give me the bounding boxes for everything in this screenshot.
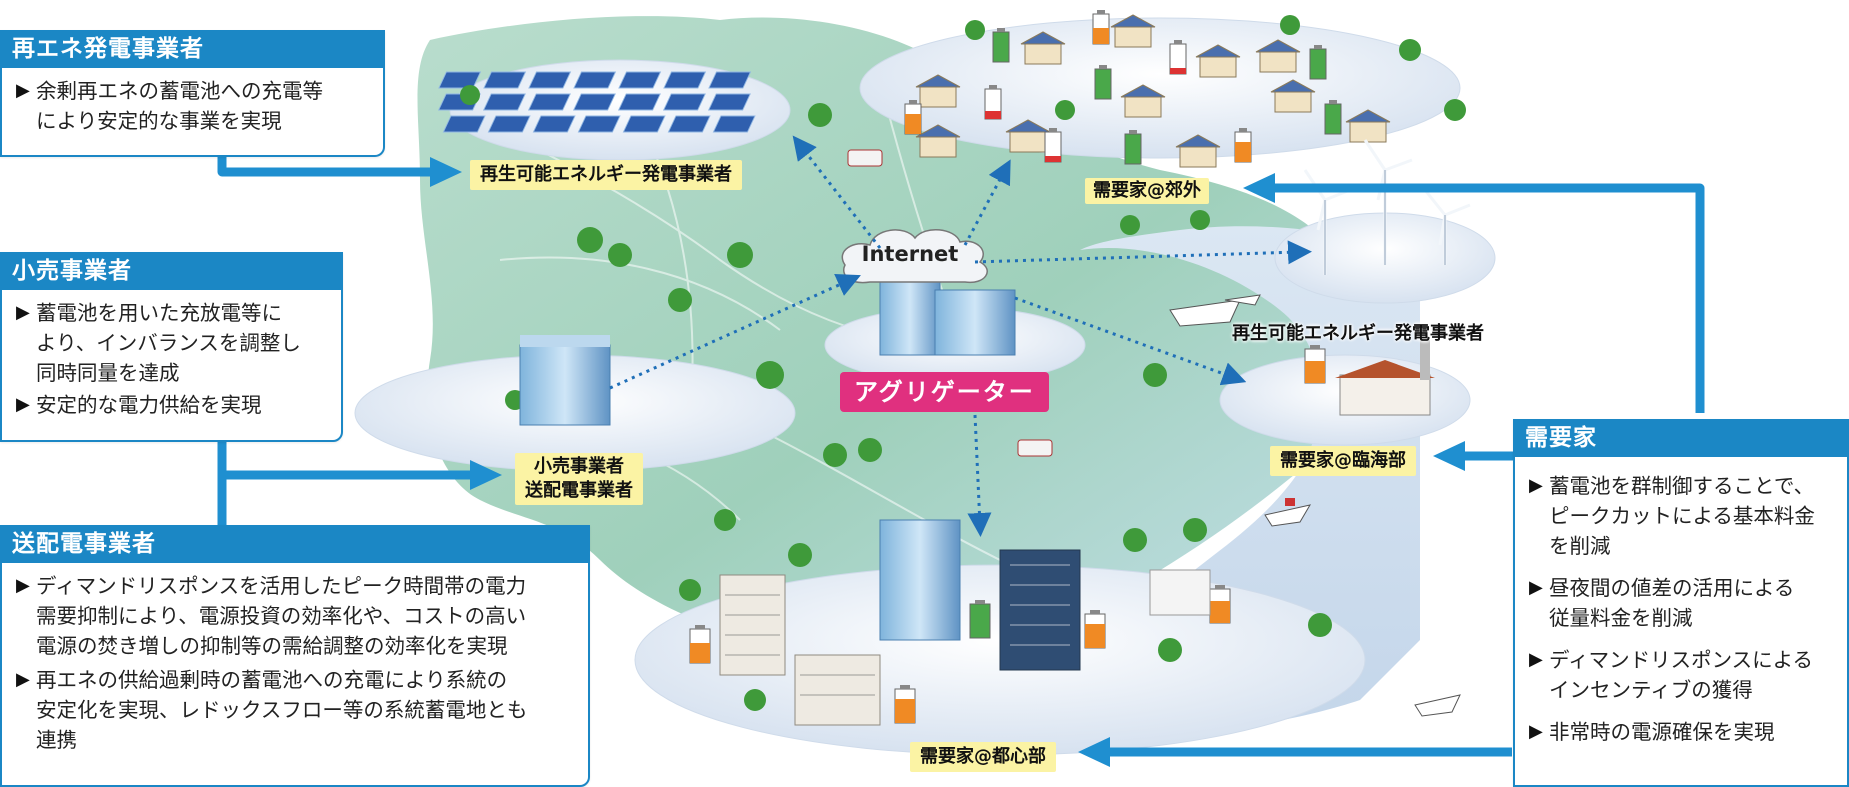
connector-arrows (217, 150, 1705, 757)
battery-icon (689, 10, 1342, 724)
label-retail-transmission: 小売事業者 送配電事業者 (515, 453, 643, 505)
bullet-triangle-icon: ▶ (16, 575, 30, 596)
transmission-operator-item: ▶ディマンドリスポンスを活用したピーク時間帯の電力 需要抑制により、電源投資の効… (16, 571, 576, 661)
transmission-operator-box: 送配電事業者 ▶ディマンドリスポンスを活用したピーク時間帯の電力 需要抑制により… (0, 525, 590, 787)
factory-icon (1335, 340, 1435, 416)
aggregator-label: アグリゲーター (840, 372, 1049, 412)
renewable-producer-title: 再エネ発電事業者 (2, 32, 383, 68)
bullet-triangle-icon: ▶ (16, 669, 30, 690)
renewable-producer-item: ▶余剰再エネの蓄電池への充電等 により安定的な事業を実現 (16, 76, 371, 136)
transmission-operator-item: ▶再エネの供給過剰時の蓄電池への充電により系統の 安定化を実現、レドックスフロー… (16, 665, 576, 755)
internet-connections (609, 135, 1312, 537)
consumer-box: 需要家 ▶蓄電池を群制御することで、 ピークカットによる基本料金 を削減 ▶昼夜… (1513, 419, 1849, 787)
bullet-triangle-icon: ▶ (16, 394, 30, 415)
label-suburb: 需要家@郊外 (1085, 178, 1209, 204)
bus-icon (847, 149, 1053, 457)
ship-icon (1169, 294, 1461, 717)
building-icon (519, 279, 1211, 726)
bullet-triangle-icon: ▶ (1529, 577, 1543, 598)
internet-label: Internet (861, 242, 959, 266)
connector-arrowheads (430, 157, 1465, 767)
retail-provider-item: ▶安定的な電力供給を実現 (16, 390, 329, 420)
retail-provider-item: ▶蓄電池を用いた充放電等に より、インバランスを調整し 同時同量を達成 (16, 298, 329, 388)
tree-icon (460, 15, 1466, 711)
bullet-triangle-icon: ▶ (16, 302, 30, 323)
consumer-title: 需要家 (1515, 421, 1847, 457)
solar-panel-icon (437, 71, 756, 133)
transmission-operator-list: ▶ディマンドリスポンスを活用したピーク時間帯の電力 需要抑制により、電源投資の効… (2, 563, 588, 765)
label-renewable-right: 再生可能エネルギー発電事業者 (1232, 323, 1484, 344)
label-coastal: 需要家@臨海部 (1270, 446, 1416, 476)
house-icon (915, 14, 1391, 168)
consumer-item: ▶ディマンドリスポンスによる インセンティブの獲得 (1529, 645, 1835, 705)
consumer-list: ▶蓄電池を群制御することで、 ピークカットによる基本料金 を削減 ▶昼夜間の値差… (1515, 457, 1847, 765)
building-windows-dark (725, 594, 875, 696)
bullet-triangle-icon: ▶ (1529, 475, 1543, 496)
bullet-triangle-icon: ▶ (1529, 649, 1543, 670)
retail-provider-box: 小売事業者 ▶蓄電池を用いた充放電等に より、インバランスを調整し 同時同量を達… (0, 252, 343, 442)
renewable-producer-list: ▶余剰再エネの蓄電池への充電等 により安定的な事業を実現 (2, 68, 383, 142)
cloud-icon (841, 229, 988, 284)
consumer-item: ▶非常時の電源確保を実現 (1529, 717, 1835, 747)
transmission-operator-title: 送配電事業者 (2, 527, 588, 563)
renewable-producer-box: 再エネ発電事業者 ▶余剰再エネの蓄電池への充電等 により安定的な事業を実現 (0, 30, 385, 157)
consumer-item: ▶昼夜間の値差の活用による 従量料金を削減 (1529, 573, 1835, 633)
retail-provider-title: 小売事業者 (2, 254, 341, 290)
building-windows (1010, 564, 1070, 646)
bullet-triangle-icon: ▶ (16, 80, 30, 101)
consumer-item: ▶蓄電池を群制御することで、 ピークカットによる基本料金 を削減 (1529, 471, 1835, 561)
label-renewable-top: 再生可能エネルギー発電事業者 (470, 160, 742, 190)
bullet-triangle-icon: ▶ (1529, 721, 1543, 742)
retail-provider-list: ▶蓄電池を用いた充放電等に より、インバランスを調整し 同時同量を達成 ▶安定的… (2, 290, 341, 428)
label-downtown: 需要家@都心部 (910, 742, 1056, 772)
